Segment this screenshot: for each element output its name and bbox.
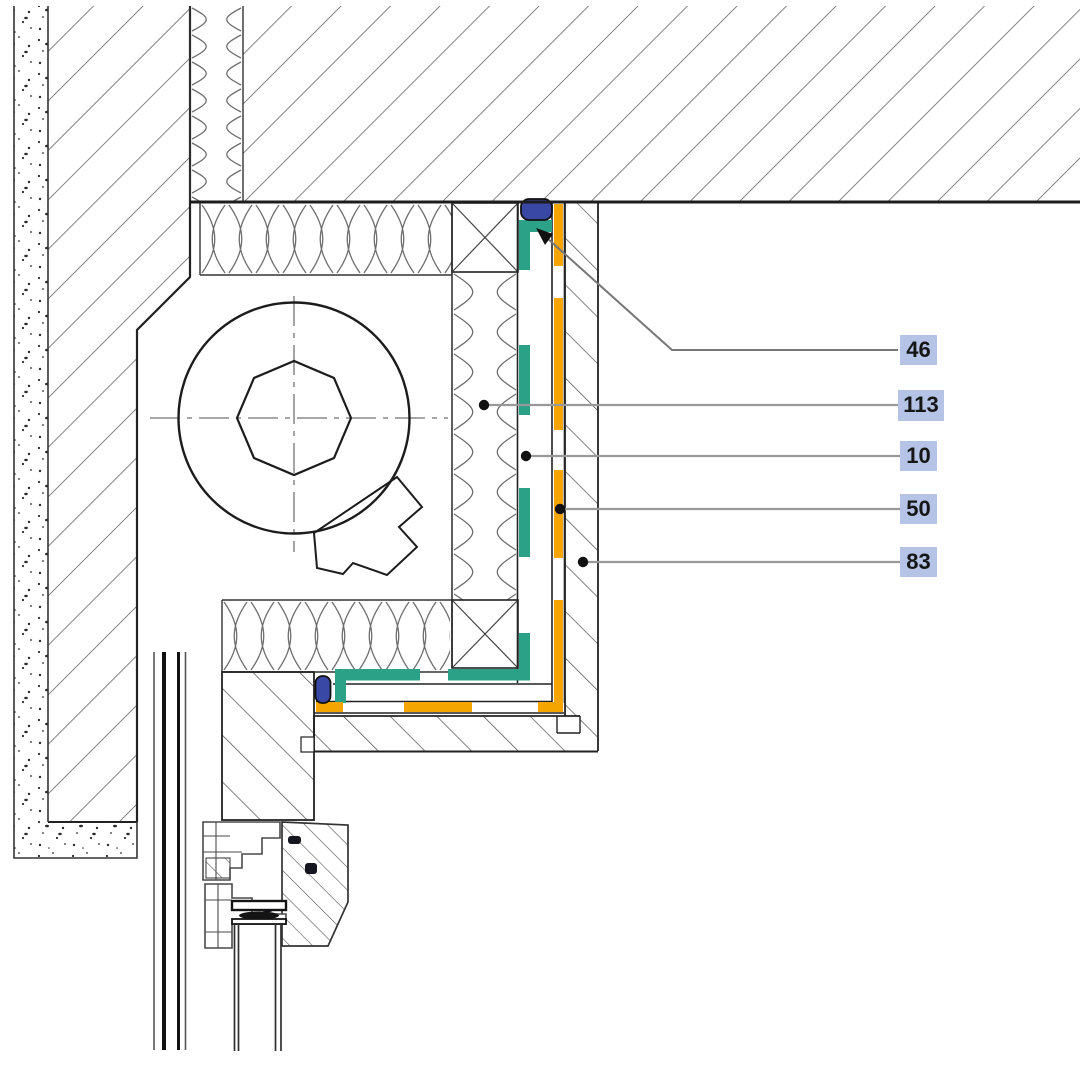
ceiling-slab xyxy=(243,6,1080,202)
glazing-unit xyxy=(230,899,288,1051)
box-bottom-insulation xyxy=(221,599,452,673)
roller-shutter-roll xyxy=(177,301,411,535)
callout-83-text: 83 xyxy=(906,549,930,574)
callout-46-text: 46 xyxy=(906,337,930,362)
exterior-render-layer xyxy=(13,6,138,859)
frame-core-hatched xyxy=(281,821,349,947)
box-side-insulation xyxy=(452,272,518,600)
frame-gasket-1 xyxy=(305,863,317,874)
window-frame-assembly xyxy=(202,821,349,1051)
exterior-wall xyxy=(48,6,192,823)
callout-10: 10 xyxy=(900,441,937,471)
jamb-filler-block xyxy=(221,671,315,821)
leader-dot-83 xyxy=(577,556,589,568)
leader-arrowhead xyxy=(536,228,553,245)
timber-block-bottom xyxy=(451,599,519,669)
leader-dot-10 xyxy=(520,450,532,462)
frame-gasket-2 xyxy=(288,836,301,844)
callout-10-text: 10 xyxy=(906,443,930,468)
shutter-box-shell xyxy=(313,203,599,753)
callout-46: 46 xyxy=(900,335,937,365)
centerlines xyxy=(150,296,448,552)
leader-dot-50 xyxy=(554,503,566,515)
callout-labels: 46 113 10 50 83 xyxy=(898,335,944,577)
octagonal-shaft xyxy=(235,359,353,477)
vapour-barrier-membrane xyxy=(335,220,552,703)
sealing-tape-top xyxy=(520,198,553,221)
leader-dot-113 xyxy=(478,399,490,411)
callout-leaders xyxy=(478,228,900,568)
callout-113-text: 113 xyxy=(903,392,939,417)
windproof-membrane xyxy=(316,204,563,712)
wall-insulation-strip xyxy=(189,6,244,201)
shaft-lining-lines xyxy=(314,203,566,714)
shutter-guide-bracket xyxy=(312,475,424,577)
timber-block-top xyxy=(451,202,519,273)
shutter-curtain xyxy=(153,652,187,1050)
callout-113: 113 xyxy=(898,390,944,421)
callout-83: 83 xyxy=(900,547,937,577)
box-top-insulation xyxy=(199,203,452,276)
callout-50-text: 50 xyxy=(906,496,930,521)
sealing-tape-bottom xyxy=(314,675,332,704)
frame-thermal-break xyxy=(205,857,231,879)
callout-50: 50 xyxy=(900,494,937,524)
